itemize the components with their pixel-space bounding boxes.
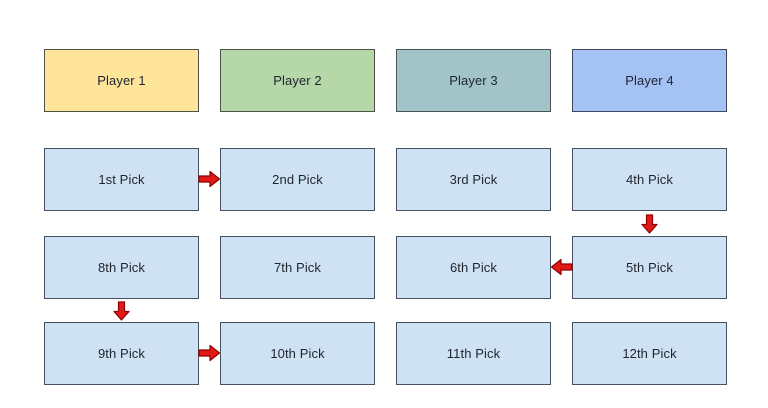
arrow-left-icon (550, 258, 573, 276)
pick-6-label: 6th Pick (449, 260, 498, 275)
pick-2-box: 2nd Pick (220, 148, 375, 211)
pick-1-box: 1st Pick (44, 148, 199, 211)
pick-9-label: 9th Pick (97, 346, 146, 361)
pick-11-label: 11th Pick (446, 346, 501, 361)
arrow-9-to-10 (198, 344, 221, 362)
arrow-4-to-5 (640, 214, 659, 234)
pick-2-label: 2nd Pick (272, 172, 323, 187)
pick-3-label: 3rd Pick (449, 172, 498, 187)
player-3-label: Player 3 (449, 73, 498, 88)
pick-8-box: 8th Pick (44, 236, 199, 299)
player-1-box: Player 1 (44, 49, 199, 112)
player-4-label: Player 4 (625, 73, 674, 88)
pick-8-label: 8th Pick (97, 260, 146, 275)
player-2-label: Player 2 (273, 73, 322, 88)
pick-9-box: 9th Pick (44, 322, 199, 385)
player-2-box: Player 2 (220, 49, 375, 112)
arrow-down-icon (113, 301, 130, 321)
pick-10-box: 10th Pick (220, 322, 375, 385)
pick-12-box: 12th Pick (572, 322, 727, 385)
arrow-8-to-9 (112, 301, 131, 321)
arrow-1-to-2 (198, 170, 221, 188)
arrow-right-icon (198, 170, 221, 188)
pick-4-box: 4th Pick (572, 148, 727, 211)
pick-7-box: 7th Pick (220, 236, 375, 299)
pick-10-label: 10th Pick (270, 346, 325, 361)
player-1-label: Player 1 (97, 73, 146, 88)
pick-5-label: 5th Pick (625, 260, 674, 275)
player-4-box: Player 4 (572, 49, 727, 112)
pick-4-label: 4th Pick (625, 172, 674, 187)
pick-11-box: 11th Pick (396, 322, 551, 385)
pick-5-box: 5th Pick (572, 236, 727, 299)
arrow-right-icon (198, 344, 221, 362)
arrow-5-to-6 (550, 258, 573, 276)
pick-3-box: 3rd Pick (396, 148, 551, 211)
pick-12-label: 12th Pick (622, 346, 677, 361)
pick-1-label: 1st Pick (98, 172, 145, 187)
pick-6-box: 6th Pick (396, 236, 551, 299)
arrow-down-icon (641, 214, 658, 234)
player-3-box: Player 3 (396, 49, 551, 112)
pick-7-label: 7th Pick (273, 260, 322, 275)
